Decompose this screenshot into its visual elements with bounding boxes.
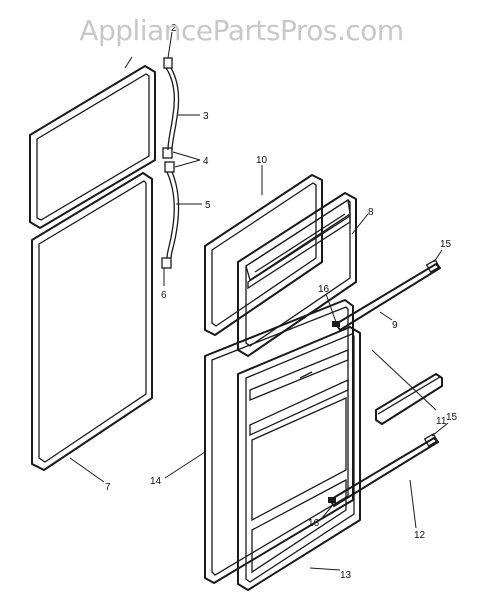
callout-15-lower: 15 bbox=[446, 412, 458, 423]
callout-14: 14 bbox=[150, 476, 162, 487]
callout-5: 5 bbox=[205, 200, 211, 211]
callout-6: 6 bbox=[161, 290, 167, 301]
callout-11: 11 bbox=[436, 416, 447, 427]
callout-3: 3 bbox=[203, 111, 209, 122]
watermark: AppliancePartsPros.com bbox=[79, 14, 404, 47]
callout-2: 2 bbox=[171, 23, 177, 34]
callout-13: 13 bbox=[340, 570, 352, 581]
callout-7: 7 bbox=[105, 482, 111, 493]
freezer-door-gasket bbox=[29, 65, 156, 229]
callout-9: 9 bbox=[392, 320, 398, 331]
callout-16-lower: 16 bbox=[308, 518, 320, 529]
leader-lines bbox=[69, 31, 449, 571]
fresh-food-shelf bbox=[375, 373, 443, 425]
callout-12: 12 bbox=[414, 530, 426, 541]
freezer-door-gasket-right bbox=[204, 174, 323, 336]
callout-labels: 2 3 4 5 6 7 8 9 10 11 12 13 14 15 15 16 … bbox=[105, 23, 458, 581]
fresh-food-door-gasket-right bbox=[204, 299, 354, 584]
callout-15-upper: 15 bbox=[440, 239, 452, 250]
lower-hinge bbox=[161, 257, 172, 269]
callout-16-upper: 16 bbox=[318, 284, 330, 295]
fresh-food-door-gasket bbox=[31, 172, 153, 471]
callout-4: 4 bbox=[203, 156, 209, 167]
fresh-food-shelf-rail bbox=[328, 433, 439, 507]
upper-hinge bbox=[163, 57, 180, 151]
freezer-shelf-rail bbox=[332, 259, 441, 331]
fresh-food-door-liner bbox=[237, 326, 361, 591]
callout-8: 8 bbox=[368, 207, 374, 218]
callout-10: 10 bbox=[256, 155, 268, 166]
center-hinge bbox=[162, 147, 180, 259]
